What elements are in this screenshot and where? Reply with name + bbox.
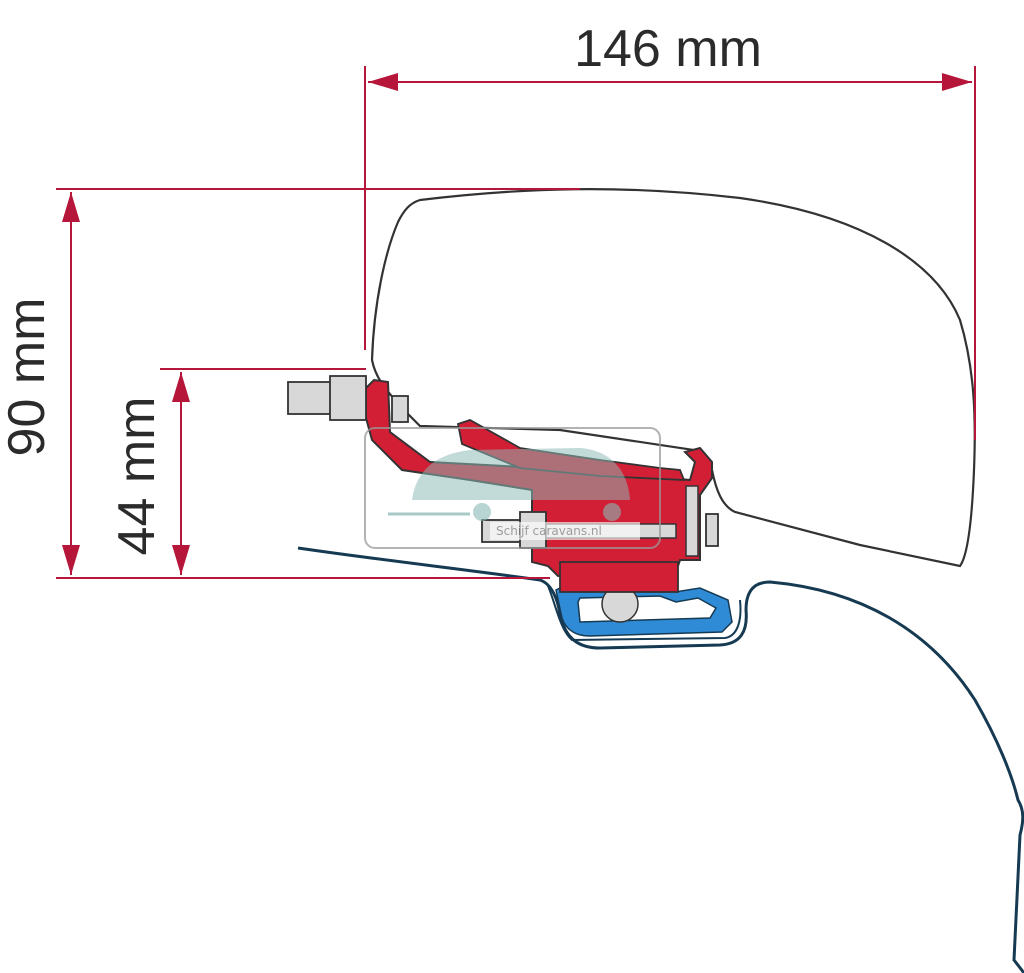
height-bracket-label: 44 mm [108, 397, 166, 556]
width-dimension: 146 mm [364, 20, 976, 440]
height-bracket-dimension: 44 mm [108, 368, 366, 575]
width-label: 146 mm [574, 20, 762, 78]
red-clamp-block [559, 561, 679, 593]
watermark-wheel-icon [473, 503, 491, 521]
height-total-dimension: 90 mm [0, 188, 580, 579]
upper-bolt [287, 375, 409, 423]
watermark-text: Schijf caravans.nl [496, 524, 602, 538]
watermark-logo: Schijf caravans.nl [364, 427, 661, 549]
watermark-frame [364, 427, 661, 549]
arrow-up-icon [172, 372, 190, 402]
vertical-bolt [685, 485, 699, 557]
vehicle-roof-inner-line [547, 585, 742, 642]
arrow-left-icon [368, 73, 398, 91]
watermark-caravan-icon [412, 448, 630, 500]
arrow-right-icon [942, 73, 972, 91]
arrow-down-icon [62, 545, 80, 575]
arrow-up-icon [62, 192, 80, 222]
arrow-down-icon [172, 545, 190, 575]
vehicle-roof-profile [297, 546, 1024, 973]
awning-cassette [370, 188, 976, 568]
watermark-wheel-icon [603, 503, 621, 521]
watermark-text-bar [490, 522, 640, 540]
height-total-label: 90 mm [0, 298, 56, 457]
